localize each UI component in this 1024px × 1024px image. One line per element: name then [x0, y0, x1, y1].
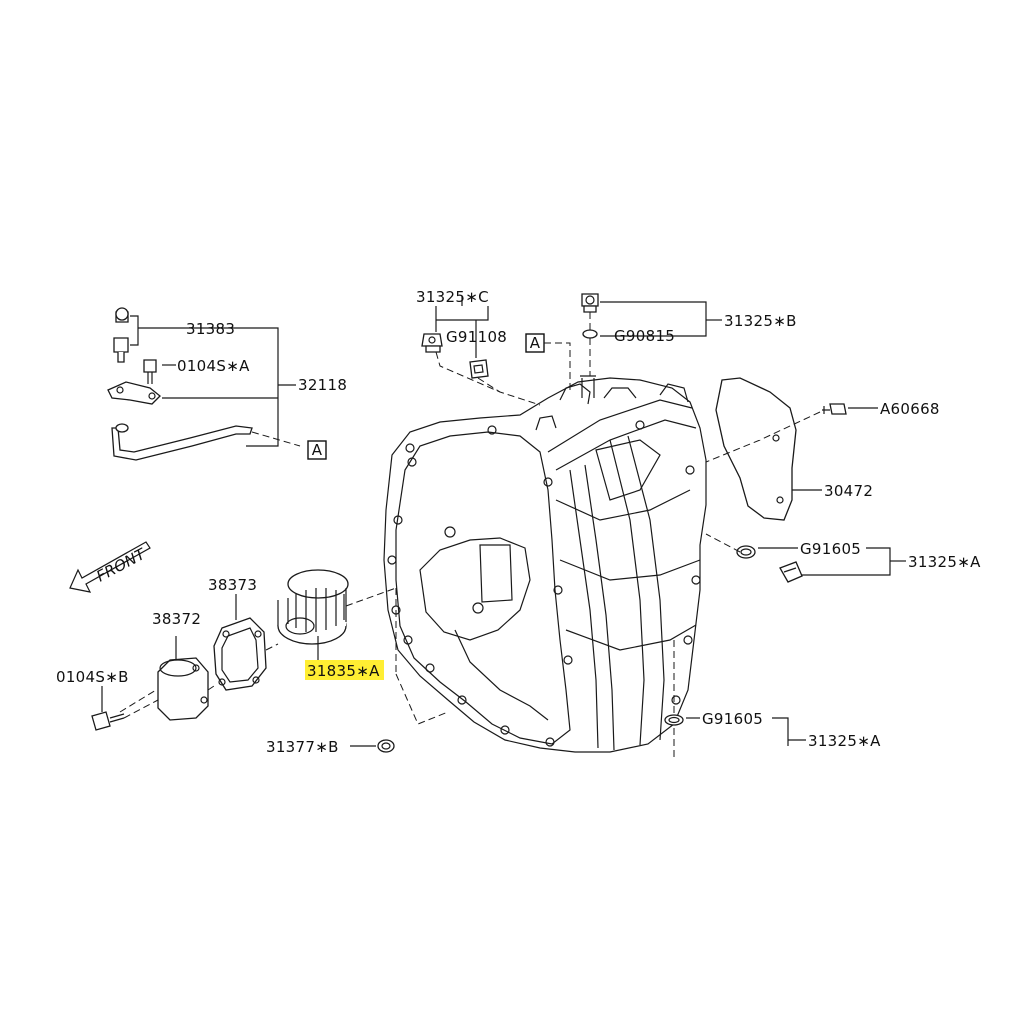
ref-marker-top: A [525, 333, 571, 392]
callout-31325-c: 31325∗C [416, 288, 489, 306]
callout-highlight [305, 660, 384, 680]
callout-38373: 38373 [208, 576, 257, 594]
filter-cover [157, 636, 209, 721]
ref-marker-top-label: A [530, 334, 541, 352]
drain-plug-a-lower-group [664, 640, 806, 760]
callout-31325-b: 31325∗B [724, 312, 797, 330]
callout-38372: 38372 [152, 610, 201, 628]
callout-g91605-lower: G91605 [702, 710, 763, 728]
callout-0104s-a: 0104S∗A [177, 357, 250, 375]
callout-31325-a-upper: 31325∗A [908, 553, 981, 571]
drain-plug-a-upper-group [705, 533, 906, 583]
callout-31835-a: 31835∗A [307, 662, 380, 680]
front-direction-arrow: FRONT [69, 541, 151, 593]
o-ring [350, 739, 395, 753]
callout-a60668: A60668 [880, 400, 940, 418]
cover-gasket [213, 594, 267, 691]
breather-pipe-assembly [107, 307, 301, 461]
callout-31325-a-lower: 31325∗A [808, 732, 881, 750]
callout-g91108: G91108 [446, 328, 507, 346]
cover-bolt [91, 686, 125, 731]
ref-marker-left: A [307, 440, 327, 460]
front-label: FRONT [93, 544, 149, 585]
drain-plug-c-group [421, 296, 541, 406]
callout-30472: 30472 [824, 482, 873, 500]
ref-marker-left-label: A [312, 441, 323, 459]
callout-0104s-b: 0104S∗B [56, 668, 129, 686]
callout-g91605-upper: G91605 [800, 540, 861, 558]
callout-g90815: G90815 [614, 327, 675, 345]
callout-32118: 32118 [298, 376, 347, 394]
transmission-case [383, 375, 707, 753]
drain-plug-b-group [581, 293, 722, 376]
side-cover-group [705, 377, 878, 521]
callout-31383: 31383 [186, 320, 235, 338]
oil-filter [277, 569, 349, 660]
callout-31377-b: 31377∗B [266, 738, 339, 756]
flange-bolt-holes [387, 420, 701, 747]
